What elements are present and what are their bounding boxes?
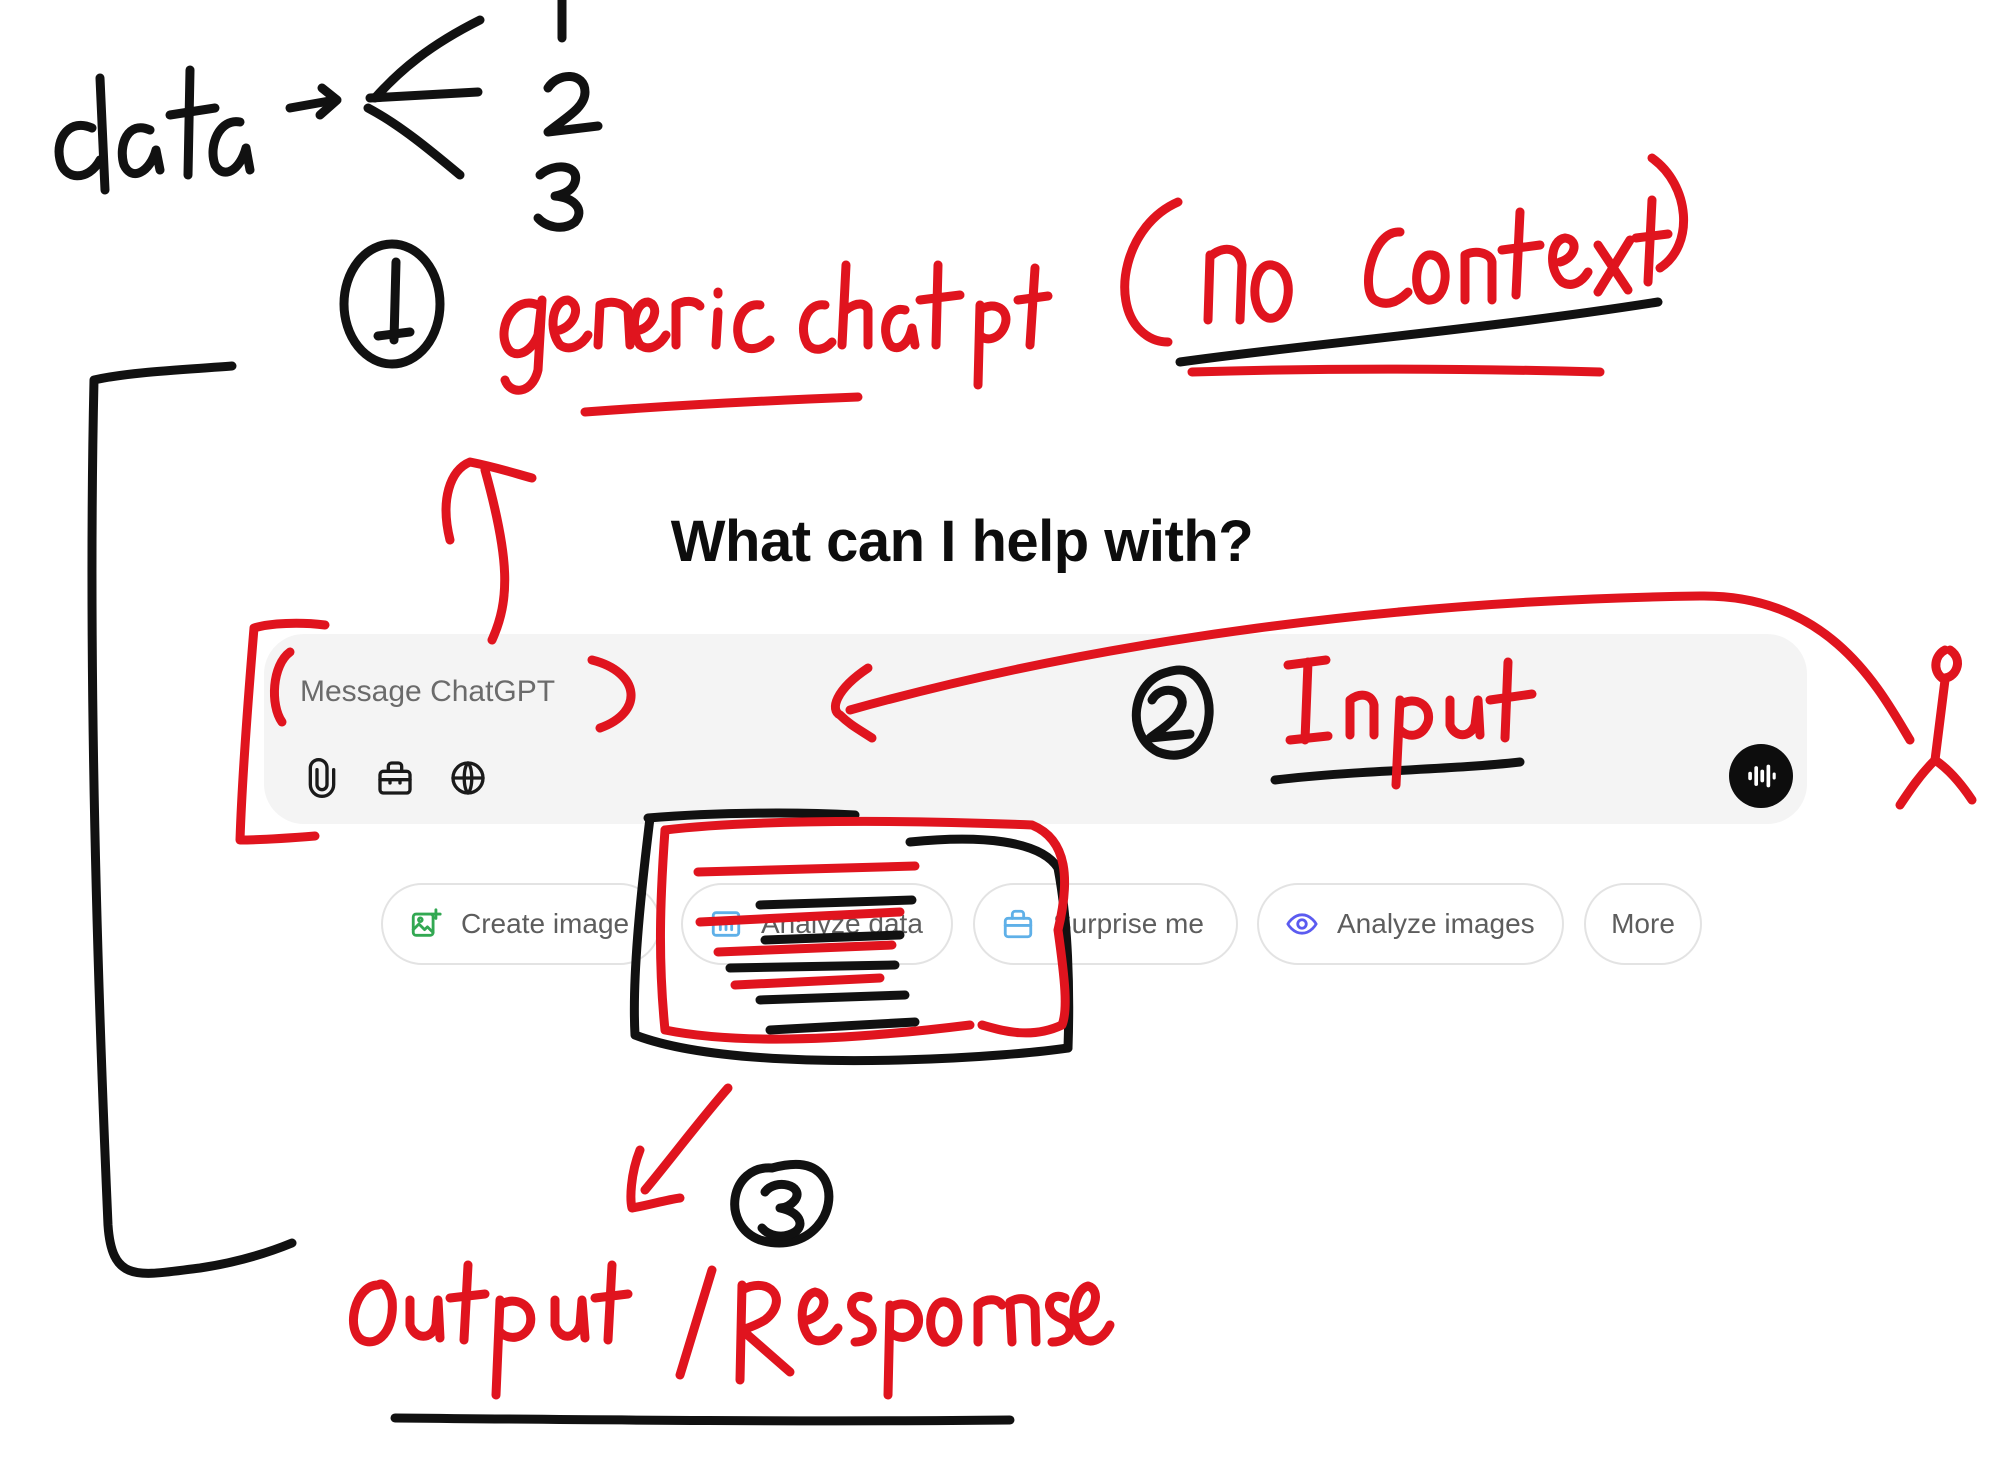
surprise-me-chip[interactable]: Surprise me [973,883,1238,965]
annotation-red-underline-no-context [1187,364,1605,377]
annotation-fork-arrow [285,15,485,180]
annotation-user-figure [1895,645,1977,810]
create-image-chip[interactable]: Create image [381,883,661,965]
eye-icon [1285,907,1319,941]
annotation-numbers-123 [533,0,603,232]
annotation-circle-1 [339,239,445,369]
annotation-left-bracket [87,361,297,1278]
voice-waveform-icon [1748,764,1776,788]
globe-icon[interactable] [444,754,492,802]
annotation-arrow-down [626,1083,733,1213]
chip-label: Analyze data [761,908,923,939]
chip-label: Surprise me [1053,908,1204,939]
analyze-data-chip[interactable]: Analyze data [681,883,953,965]
annotation-data-word [54,65,255,195]
annotation-no-context [1120,153,1689,347]
annotation-underline-generic [580,392,863,417]
paperclip-icon[interactable] [298,754,346,802]
image-plus-icon [409,907,443,941]
annotation-circle-3 [730,1159,834,1248]
message-composer[interactable] [264,634,1807,824]
chip-label: Create image [461,908,630,939]
voice-mode-button[interactable] [1729,744,1793,808]
annotation-generic-chatgpt [499,260,1053,395]
annotation-underline-no-context [1175,297,1663,367]
annotation-underline-output [390,1413,1015,1426]
chip-label: Analyze images [1337,908,1535,939]
analyze-images-chip[interactable]: Analyze images [1257,883,1564,965]
chip-label: More [1611,908,1675,939]
page-title: What can I help with? [670,509,1254,574]
bar-chart-icon [709,907,743,941]
message-input[interactable] [300,664,1200,720]
annotation-output-response [349,1260,1115,1400]
toolbox-icon[interactable] [371,754,419,802]
more-chip[interactable]: More [1584,883,1702,965]
gift-icon [1001,907,1035,941]
